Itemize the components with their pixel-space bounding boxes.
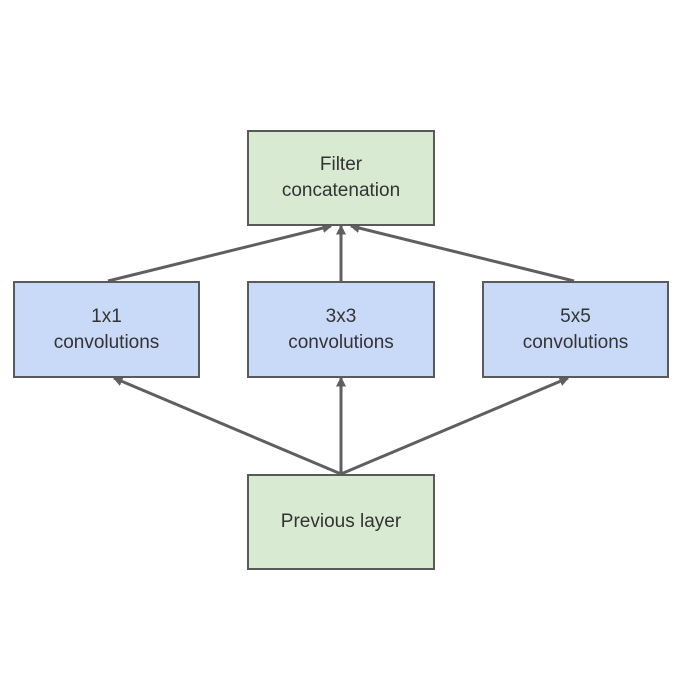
filter-concatenation-node: Filter concatenation [247,130,435,226]
previous-layer-label: Previous layer [280,511,402,532]
conv-1x1-node: 1x1 convolutions [13,281,200,378]
edge-conv-1x1-to-filter-concat [107,223,333,283]
conv-5x5-label: 5x5 convolutions [522,305,629,353]
filter-concatenation-label: Filter concatenation [281,154,401,201]
previous-layer-node: Previous layer [247,474,435,570]
conv-5x5-node: 5x5 convolutions [482,281,669,378]
conv-3x3-label: 3x3 convolutions [288,305,394,353]
conv-3x3-node: 3x3 convolutions [247,281,435,378]
edge-conv-5x5-to-filter-concat [349,223,575,283]
edge-previous-layer-to-conv-1x1 [112,376,342,476]
edge-previous-layer-to-conv-5x5 [340,376,570,476]
conv-1x1-label: 1x1 convolutions [53,305,160,353]
